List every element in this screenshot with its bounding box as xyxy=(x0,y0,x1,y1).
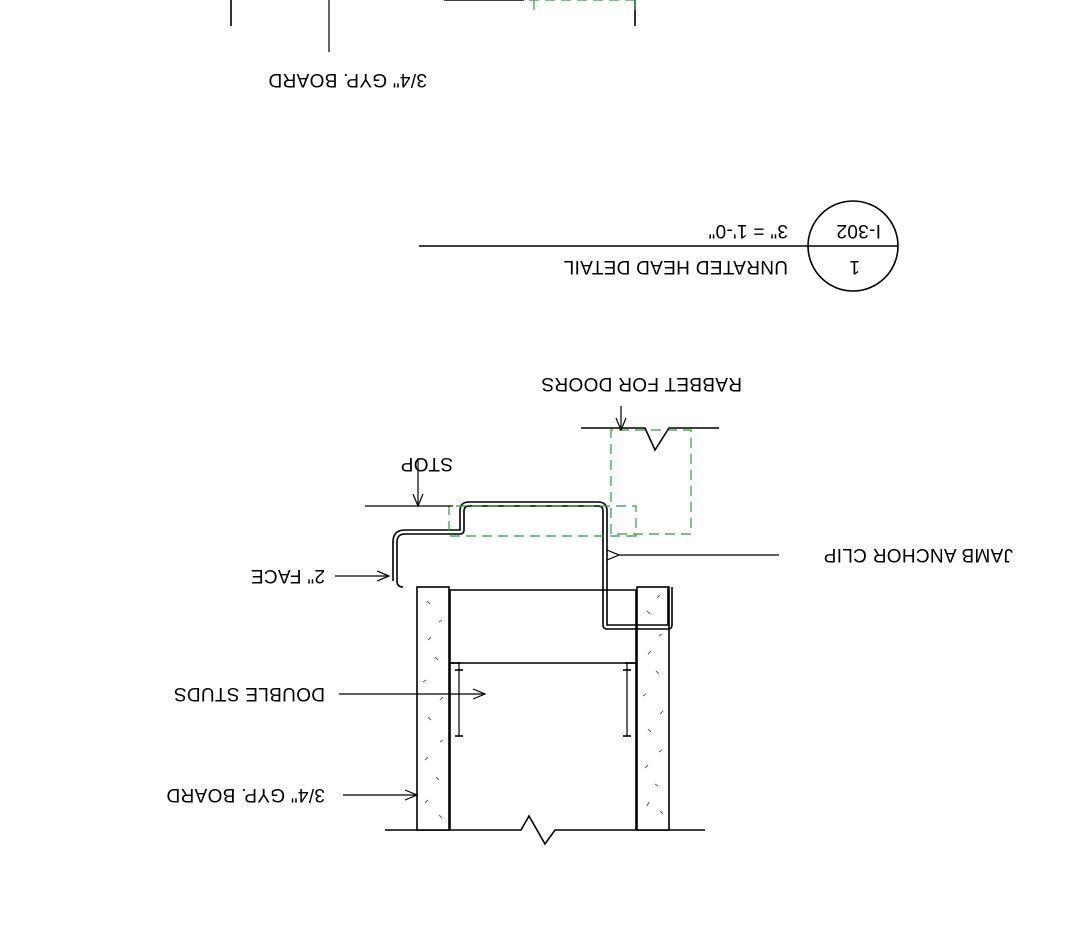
sheet-reference: I-302 xyxy=(836,220,881,241)
detail-number: 1 xyxy=(849,256,860,277)
label-stop: STOP xyxy=(400,453,453,474)
detail-title-block: 1 I-302 UNRATED HEAD DETAIL 3" = 1'-0" xyxy=(419,200,899,292)
label-rabbet: RABBET FOR DOORS xyxy=(541,373,742,394)
label-face: 2" FACE xyxy=(251,565,325,586)
rabbet-hidden xyxy=(610,429,692,535)
break-line-top xyxy=(385,814,705,846)
label-jamb-clip: JAMB ANCHOR CLIP xyxy=(823,544,1013,565)
label-gyp-board-bottom: 3/4" GYP. BOARD xyxy=(166,784,325,805)
door-frame-profile-inner xyxy=(392,501,669,626)
leader-double-studs xyxy=(339,688,487,700)
leader-stop xyxy=(365,458,453,508)
label-gyp-board-top: 3/4" GYP. BOARD xyxy=(268,69,427,90)
double-studs xyxy=(449,589,637,830)
previous-detail-fragment xyxy=(230,0,636,52)
break-line-bottom xyxy=(581,427,719,452)
gyp-board-right xyxy=(416,586,450,831)
detail-title: UNRATED HEAD DETAIL xyxy=(563,256,788,277)
leader-face xyxy=(335,570,391,582)
leader-rabbet xyxy=(615,406,627,432)
door-frame-profile xyxy=(396,505,673,630)
gyp-board-texture xyxy=(422,594,664,819)
gyp-board-left xyxy=(636,586,670,831)
head-assembly xyxy=(385,427,719,846)
leader-gyp-board-bottom xyxy=(343,789,419,801)
jamb-anchor-clip-hidden xyxy=(448,505,637,537)
detail-scale: 3" = 1'-0" xyxy=(708,220,788,241)
label-double-studs: DOUBLE STUDS xyxy=(174,683,325,704)
leader-jamb-clip xyxy=(606,549,779,561)
